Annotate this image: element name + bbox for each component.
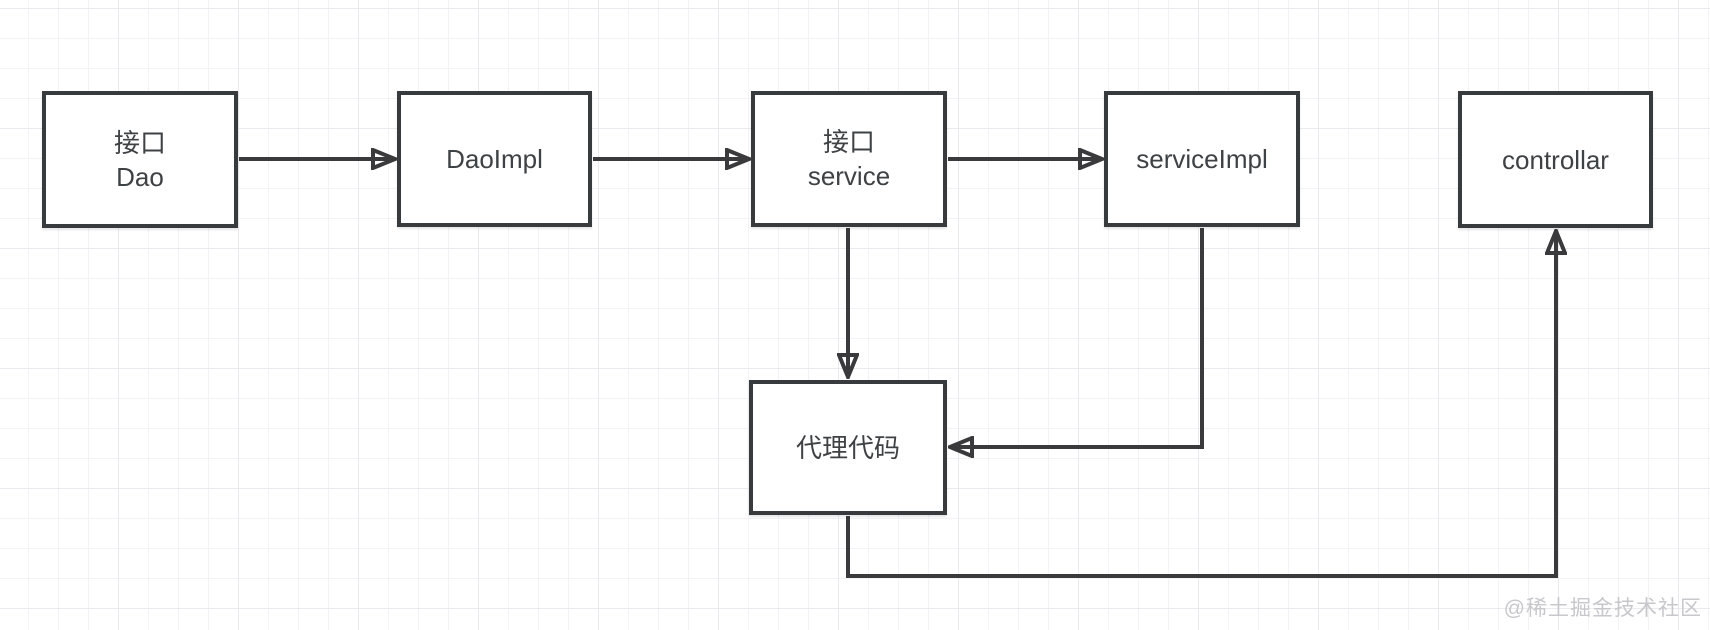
node-controllar: controllar — [1458, 91, 1653, 228]
node-proxy-code: 代理代码 — [749, 380, 947, 515]
edge-proxy-to-controllar — [846, 231, 1556, 578]
edge-serviceimpl-to-proxy — [950, 228, 1204, 447]
watermark-text: @稀土掘金技术社区 — [1503, 597, 1702, 620]
node-dao-impl: DaoImpl — [397, 91, 592, 227]
node-dao-interface: 接口 Dao — [42, 91, 238, 228]
node-service-interface: 接口 service — [751, 91, 947, 227]
node-service-impl: serviceImpl — [1104, 91, 1300, 227]
